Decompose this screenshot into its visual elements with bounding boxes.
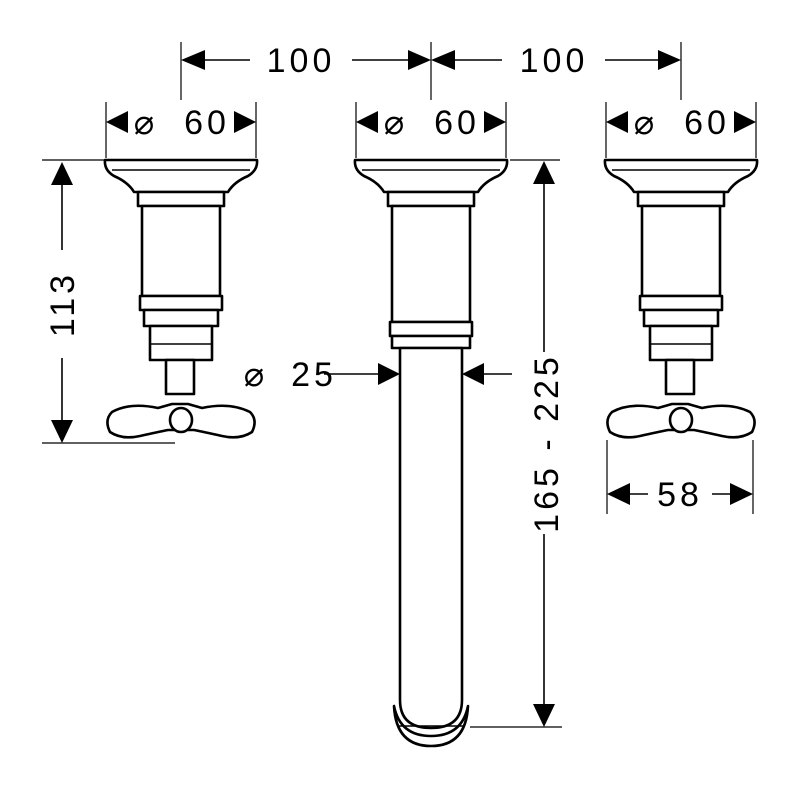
right-handle-diameter-dimension: ⌀ 60 — [605, 102, 757, 158]
handle-width-label: 58 — [657, 476, 703, 514]
spout-pipe-diameter-label: 25 — [291, 356, 337, 394]
spout — [353, 158, 509, 748]
arrow-head — [734, 111, 756, 133]
handle-width-dimension: 58 — [606, 440, 754, 514]
arrow-head — [51, 162, 73, 185]
spout-length-dimension: 165 - 225 — [470, 159, 566, 728]
spout-pipe-diameter-dimension: ⌀ 25 — [244, 356, 512, 394]
spout-length-label: 165 - 225 — [528, 353, 566, 533]
arrow-head — [51, 420, 73, 443]
left-handle-diameter-label: 60 — [184, 104, 230, 142]
arrow-head — [533, 161, 555, 184]
arrow-head — [730, 483, 753, 505]
right-cross-handle-valve — [603, 158, 759, 439]
spacing-dimension-left: 100 — [180, 42, 432, 100]
spout-diameter-dimension: ⌀ 60 — [355, 102, 507, 158]
arrow-head — [606, 111, 628, 133]
spacing-dimension-right: 100 — [431, 42, 682, 100]
diameter-symbol: ⌀ — [634, 104, 658, 142]
left-cross-handle-valve — [103, 158, 259, 439]
spout-diameter-label: 60 — [434, 104, 480, 142]
right-handle-diameter-label: 60 — [684, 104, 730, 142]
arrow-head — [462, 363, 484, 385]
arrow-head — [356, 111, 378, 133]
arrow-head — [484, 111, 506, 133]
arrow-head — [658, 50, 681, 70]
left-handle-diameter-dimension: ⌀ 60 — [105, 102, 257, 158]
arrow-head — [607, 483, 630, 505]
arrow-head — [106, 111, 128, 133]
handle-height-dimension: 113 — [42, 159, 175, 444]
spacing-left-label: 100 — [267, 42, 336, 80]
arrow-head — [431, 50, 455, 70]
spacing-right-label: 100 — [520, 42, 589, 80]
arrow-head — [181, 50, 205, 70]
diameter-symbol: ⌀ — [134, 104, 158, 142]
arrow-head — [408, 50, 431, 70]
diameter-symbol: ⌀ — [244, 356, 268, 394]
arrow-head — [533, 704, 555, 727]
handle-height-label: 113 — [44, 271, 82, 337]
diameter-symbol: ⌀ — [384, 104, 408, 142]
arrow-head — [234, 111, 256, 133]
arrow-head — [378, 363, 400, 385]
